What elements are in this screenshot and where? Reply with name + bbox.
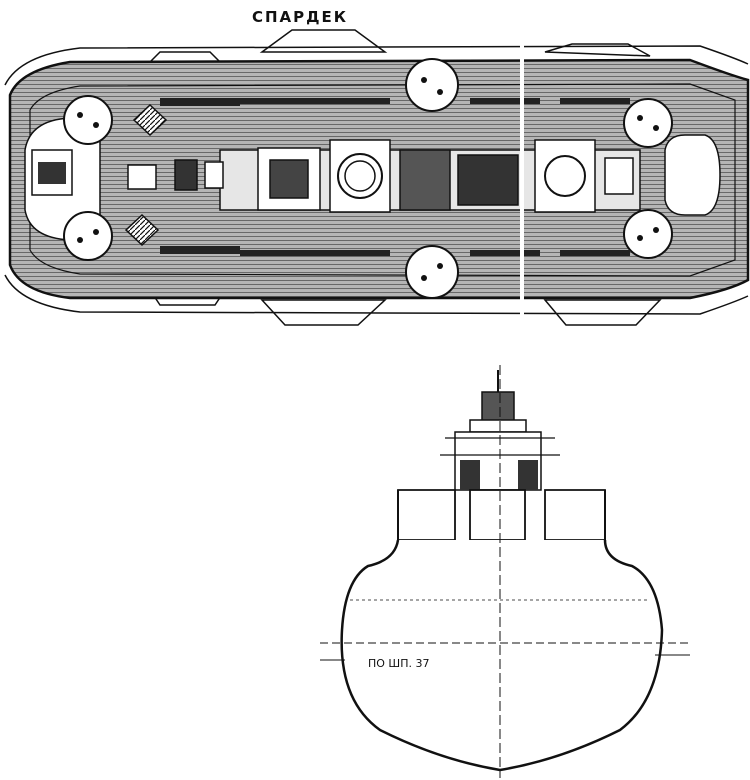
upper-works bbox=[397, 489, 606, 541]
central-superstructure bbox=[127, 139, 641, 213]
fwd-deckhouse bbox=[664, 134, 721, 216]
midship-section: ПО ШП. 37 bbox=[320, 365, 690, 778]
gun-turrets bbox=[63, 58, 673, 299]
deck-gun-mounts bbox=[124, 103, 168, 247]
deck-plan-title: СПАРДЕК bbox=[252, 8, 348, 26]
hull-section bbox=[340, 539, 664, 772]
waterline-label: ПО ШП. 37 bbox=[368, 657, 429, 670]
mast-top bbox=[481, 391, 515, 423]
deck-skylights bbox=[160, 98, 630, 256]
deck-plan: СПАРДЕК bbox=[4, 8, 750, 326]
